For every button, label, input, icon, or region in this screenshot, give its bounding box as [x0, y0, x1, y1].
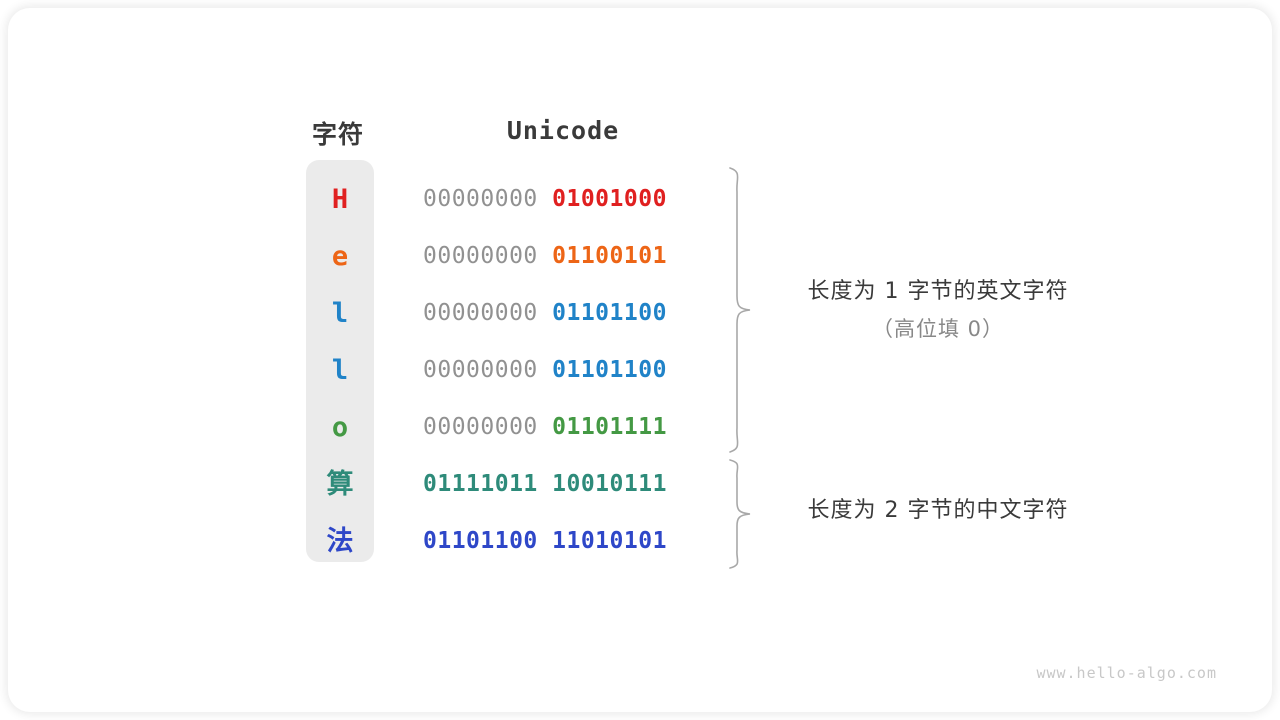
low-byte: 01101100	[552, 300, 667, 326]
high-byte: 01101100	[423, 528, 538, 554]
high-byte: 00000000	[423, 300, 538, 326]
byte-separator: 0	[538, 414, 552, 440]
row-character: l	[331, 298, 349, 329]
character-column-panel	[306, 160, 374, 562]
annotation-english-line2: （高位填 0）	[871, 317, 1005, 341]
annotation-english-line1: 长度为 1 字节的英文字符	[807, 279, 1069, 304]
low-byte: 11010101	[552, 528, 667, 554]
table-row: l00000000001101100	[298, 285, 718, 342]
figure-stage: 字符 Unicode H00000000001001000e0000000000…	[8, 8, 1272, 712]
row-unicode-bits: 00000000001101111	[423, 399, 713, 456]
byte-separator: 0	[538, 357, 552, 383]
low-byte: 01001000	[552, 186, 667, 212]
row-unicode-bits: 00000000001101100	[423, 342, 713, 399]
table-row: o00000000001101111	[298, 399, 718, 456]
row-character: e	[331, 241, 349, 272]
row-character: H	[331, 184, 349, 215]
low-byte: 01101111	[552, 414, 667, 440]
row-character: o	[331, 412, 349, 443]
byte-separator: 0	[538, 186, 552, 212]
high-byte: 00000000	[423, 357, 538, 383]
high-byte: 01111011	[423, 471, 538, 497]
figure-card: 字符 Unicode H00000000001001000e0000000000…	[8, 8, 1272, 712]
unicode-column-header: Unicode	[506, 116, 620, 145]
table-row: e00000000001100101	[298, 228, 718, 285]
high-byte: 00000000	[423, 243, 538, 269]
high-byte: 00000000	[423, 414, 538, 440]
low-byte: 01101100	[552, 357, 667, 383]
low-byte: 01100101	[552, 243, 667, 269]
byte-separator: 0	[538, 471, 552, 497]
brace-chinese-characters	[729, 459, 751, 569]
annotation-english: 长度为 1 字节的英文字符 （高位填 0）	[743, 273, 1133, 343]
site-watermark: www.hello-algo.com	[1036, 664, 1217, 682]
byte-separator: 0	[538, 300, 552, 326]
row-unicode-bits: 00000000001101100	[423, 285, 713, 342]
row-unicode-bits: 00000000001100101	[423, 228, 713, 285]
annotation-chinese: 长度为 2 字节的中文字符	[743, 492, 1133, 524]
byte-separator: 0	[538, 528, 552, 554]
table-row: 算 01111011010010111	[298, 456, 718, 513]
row-unicode-bits: 01111011010010111	[423, 456, 713, 513]
high-byte: 00000000	[423, 186, 538, 212]
row-character: l	[331, 355, 349, 386]
row-unicode-bits: 01101100011010101	[423, 513, 713, 570]
brace-english-characters	[729, 167, 751, 453]
row-character: 法	[326, 526, 354, 557]
row-unicode-bits: 00000000001001000	[423, 171, 713, 228]
low-byte: 10010111	[552, 471, 667, 497]
table-row: l00000000001101100	[298, 342, 718, 399]
annotation-chinese-line1: 长度为 2 字节的中文字符	[807, 498, 1069, 523]
row-character: 算	[326, 469, 354, 500]
table-row: 法 01101100011010101	[298, 513, 718, 570]
table-row: H00000000001001000	[298, 171, 718, 228]
byte-separator: 0	[538, 243, 552, 269]
character-column-header: 字符	[311, 121, 364, 149]
